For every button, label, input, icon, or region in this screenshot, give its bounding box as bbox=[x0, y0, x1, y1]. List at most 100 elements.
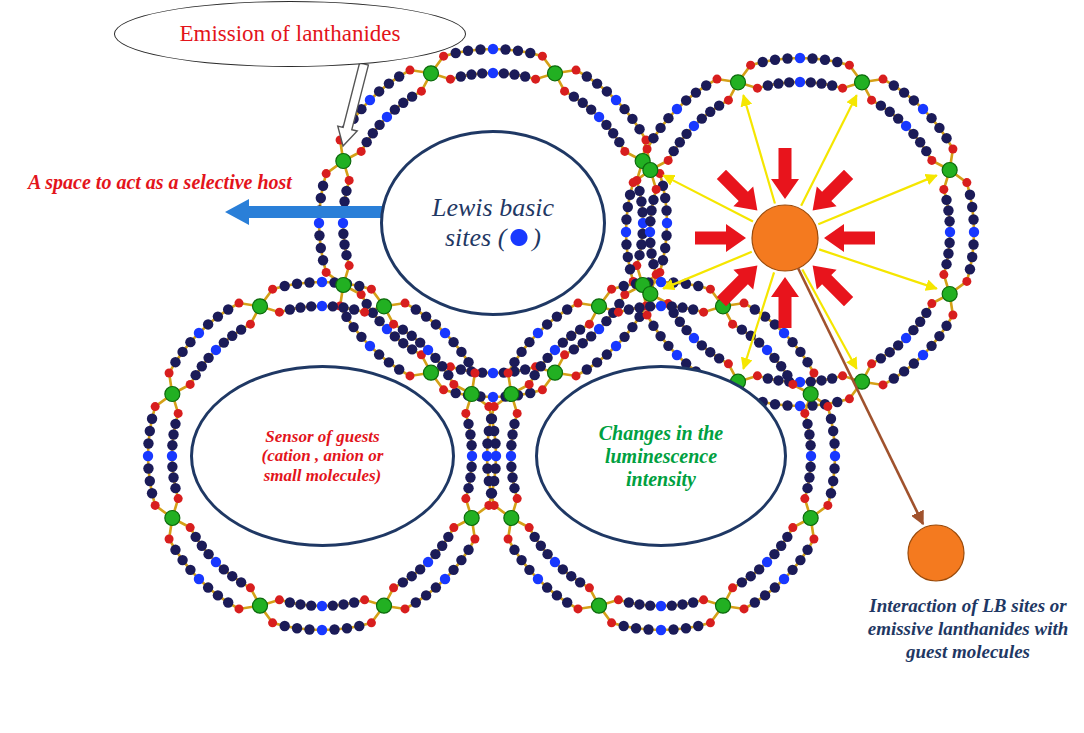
ligand-atom bbox=[482, 438, 492, 448]
ligand-atom bbox=[275, 308, 284, 317]
ligand-atom bbox=[384, 357, 394, 367]
ligand-atom bbox=[655, 331, 665, 341]
ligand-atom bbox=[728, 583, 737, 592]
ligand-atom bbox=[677, 599, 687, 609]
ligand-atom bbox=[203, 549, 213, 559]
ligand-atom bbox=[145, 476, 155, 486]
ligand-atom bbox=[513, 494, 522, 503]
ligand-atom bbox=[941, 321, 951, 331]
ligand-atom bbox=[945, 227, 955, 237]
ligand-atom bbox=[885, 107, 895, 117]
ligand-atom bbox=[170, 483, 180, 493]
ligand-atom bbox=[807, 400, 817, 410]
ligand-atom bbox=[668, 624, 678, 634]
ligand-atom bbox=[845, 61, 854, 70]
ligand-atom bbox=[728, 320, 737, 329]
ligand-atom bbox=[915, 137, 925, 147]
ligand-atom bbox=[637, 207, 647, 217]
ellipse-node: Emission of lanthanides bbox=[114, 1, 465, 67]
ligand-atom bbox=[354, 621, 364, 631]
ligand-atom bbox=[705, 347, 715, 357]
ligand-atom bbox=[737, 324, 747, 334]
bond-stick bbox=[511, 518, 599, 606]
ligand-atom bbox=[724, 359, 733, 368]
lanthanide-atoms bbox=[165, 66, 957, 613]
ligand-atom bbox=[470, 368, 479, 377]
ligand-atom bbox=[304, 624, 314, 634]
ligand-atom bbox=[592, 357, 602, 367]
ligand-atom bbox=[899, 366, 909, 376]
ligand-atom bbox=[770, 55, 780, 65]
ligand-atom bbox=[802, 357, 812, 367]
ligand-atom bbox=[536, 361, 546, 371]
ligand-atom bbox=[805, 462, 815, 472]
ligand-atom bbox=[737, 577, 747, 587]
lanthanide-atom bbox=[803, 387, 818, 402]
ligand-atom bbox=[845, 394, 854, 403]
ligand-atom bbox=[509, 483, 519, 493]
ligand-atom bbox=[631, 623, 641, 633]
ligand-atom bbox=[168, 472, 178, 482]
ligand-atom bbox=[672, 104, 682, 114]
ligand-atom bbox=[407, 91, 417, 101]
ligand-atom bbox=[625, 190, 635, 200]
ligand-atom bbox=[147, 488, 157, 498]
ligand-atom bbox=[268, 285, 277, 294]
ligand-atom bbox=[585, 583, 594, 592]
ligand-atom bbox=[655, 123, 665, 133]
ligand-atom bbox=[943, 248, 953, 258]
ligand-atom bbox=[349, 597, 359, 607]
ligand-atom bbox=[608, 128, 618, 138]
ligand-atom bbox=[800, 494, 809, 503]
ligand-atom bbox=[341, 186, 351, 196]
ligand-atom bbox=[646, 205, 656, 215]
ligand-atom bbox=[143, 451, 153, 461]
ligand-atom bbox=[329, 624, 339, 634]
ligand-atom bbox=[268, 618, 277, 627]
ligand-atom bbox=[802, 483, 812, 493]
ligand-atom bbox=[623, 202, 633, 212]
ligand-atom bbox=[488, 68, 498, 78]
bond-stick bbox=[511, 306, 599, 394]
ligand-atom bbox=[185, 565, 195, 575]
ligand-atom bbox=[566, 331, 576, 341]
ligand-atom bbox=[342, 623, 352, 633]
bond-stick bbox=[723, 303, 814, 394]
ligand-atom bbox=[668, 146, 678, 156]
ligand-atom bbox=[619, 281, 629, 291]
ligand-atom bbox=[648, 133, 658, 143]
lanthanide-atom bbox=[803, 510, 818, 525]
ligand-atom bbox=[660, 243, 670, 253]
ligand-atom bbox=[566, 571, 576, 581]
ligand-atom bbox=[944, 238, 954, 248]
ligand-atom bbox=[968, 239, 978, 249]
ligand-atom bbox=[451, 388, 461, 398]
ligand-atom bbox=[889, 80, 899, 90]
ligand-atom bbox=[484, 426, 494, 436]
ligand-atom bbox=[636, 239, 646, 249]
ligand-atom bbox=[575, 577, 585, 587]
bond-stick bbox=[647, 79, 738, 170]
ligand-atom bbox=[219, 564, 229, 574]
ligand-atom bbox=[750, 304, 760, 314]
ligand-atom bbox=[758, 57, 768, 67]
ligand-atom bbox=[934, 331, 944, 341]
ligand-atom bbox=[806, 451, 816, 461]
ligand-atom bbox=[800, 409, 809, 418]
ligand-atom bbox=[967, 202, 977, 212]
ligand-atom bbox=[295, 302, 305, 312]
ligand-atom bbox=[672, 350, 682, 360]
ligand-atom bbox=[463, 46, 473, 56]
ligand-atom bbox=[948, 144, 957, 153]
ligand-atom bbox=[170, 357, 180, 367]
ligand-atom bbox=[969, 227, 979, 237]
ligand-atom bbox=[901, 121, 911, 131]
ligand-atom bbox=[830, 451, 840, 461]
ligand-atom bbox=[463, 357, 473, 367]
ligand-atom bbox=[170, 419, 180, 429]
ligand-atom bbox=[795, 77, 805, 87]
lanthanide-atom bbox=[165, 387, 180, 402]
ligand-atom bbox=[306, 301, 316, 311]
ligand-atom bbox=[753, 371, 762, 380]
ligand-atom bbox=[602, 86, 612, 96]
